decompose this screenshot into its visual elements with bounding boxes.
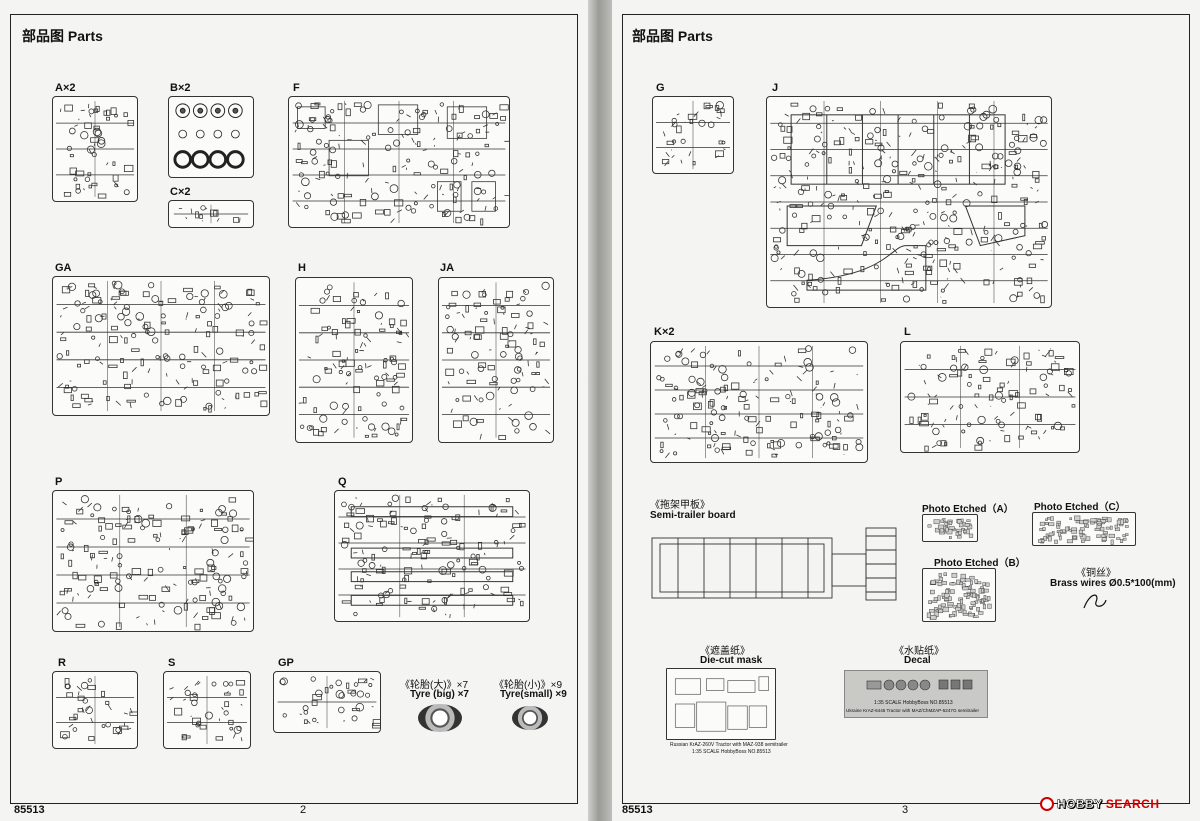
sprue-parts-drawing bbox=[56, 675, 137, 745]
mask-line-1: Russian KrAZ-260V Tractor with MAZ-938 s… bbox=[670, 742, 788, 748]
right-product-code: 85513 bbox=[622, 804, 653, 816]
photo-etched-c bbox=[1032, 512, 1136, 546]
mask-cutouts-drawing bbox=[674, 676, 769, 732]
sprue-gp bbox=[273, 671, 381, 733]
sprue-parts-drawing bbox=[298, 282, 410, 438]
trailer-board-drawing bbox=[651, 527, 897, 601]
sprue-j bbox=[766, 96, 1052, 308]
sprue-parts-drawing bbox=[770, 100, 1049, 304]
watermark-brand-search: SEARCH bbox=[1105, 797, 1160, 811]
mask-label-en: Die-cut mask bbox=[700, 655, 763, 666]
left-page-number: 2 bbox=[300, 804, 307, 816]
sprue-a-label: A×2 bbox=[55, 82, 76, 94]
sprue-g bbox=[652, 96, 734, 174]
decal-markings-drawing bbox=[866, 679, 973, 691]
decal-sheet bbox=[844, 670, 988, 718]
sprue-ga-label: GA bbox=[55, 262, 72, 274]
hobbysearch-watermark: HOBBY SEARCH bbox=[1040, 794, 1160, 814]
brass-label-cn: 《铜丝》 bbox=[1076, 568, 1116, 579]
sprue-c-label: C×2 bbox=[170, 186, 191, 198]
photo-etched-b bbox=[922, 568, 996, 622]
tyre-big-label-en: Tyre (big) ×7 bbox=[410, 689, 469, 700]
photo-etch-drawing bbox=[927, 518, 974, 540]
sprue-s-label: S bbox=[168, 657, 176, 669]
sprue-l bbox=[900, 341, 1080, 453]
sprue-parts-drawing bbox=[55, 101, 135, 199]
sprue-parts-drawing bbox=[173, 204, 249, 224]
hobbysearch-logo-icon bbox=[1040, 797, 1054, 811]
watermark-brand-hobby: HOBBY bbox=[1057, 797, 1103, 811]
mask-line-2: 1:35 SCALE HobbyBoss NO.85513 bbox=[692, 749, 771, 755]
tyre-small-label-en: Tyre(small) ×9 bbox=[500, 689, 567, 700]
brass-wire-image bbox=[1083, 594, 1107, 609]
sprue-ga bbox=[52, 276, 270, 416]
decal-label-cn: 《水贴纸》 bbox=[894, 646, 944, 657]
book-gutter bbox=[588, 0, 612, 821]
decal-line-2: Ukraine KrAZ-6446 Tractor with MAZ/ChMZA… bbox=[846, 708, 980, 713]
sprue-q bbox=[334, 490, 530, 622]
sprue-r-label: R bbox=[58, 657, 66, 669]
sprue-h-label: H bbox=[298, 262, 306, 274]
sprue-l-label: L bbox=[904, 326, 911, 338]
brass-label-en: Brass wires Ø0.5*100(mm) bbox=[1050, 578, 1176, 589]
sprue-ja-label: JA bbox=[440, 262, 455, 274]
decal-line-1: 1:35 SCALE HobbyBoss NO.85513 bbox=[874, 700, 953, 706]
right-page-title: 部品图 Parts bbox=[632, 28, 713, 44]
sprue-parts-drawing bbox=[655, 100, 731, 170]
sprue-b-label: B×2 bbox=[170, 82, 191, 94]
left-page-frame bbox=[10, 14, 578, 804]
photo-etch-drawing bbox=[926, 572, 992, 620]
sprue-parts-drawing bbox=[277, 675, 380, 729]
wheel-hub-drawing bbox=[173, 103, 245, 169]
sprue-c bbox=[168, 200, 254, 228]
sprue-f bbox=[288, 96, 510, 228]
sprue-ja bbox=[438, 277, 554, 443]
die-cut-mask bbox=[666, 668, 776, 740]
sprue-p bbox=[52, 490, 254, 632]
sprue-parts-drawing bbox=[167, 675, 247, 745]
right-page: 部品图 Parts G J K×2 L 《拖架甲板》 Semi-trailer … bbox=[612, 0, 1200, 821]
sprue-q-label: Q bbox=[338, 476, 347, 488]
sprue-parts-drawing bbox=[441, 281, 551, 440]
sprue-b bbox=[168, 96, 254, 178]
sprue-a bbox=[52, 96, 138, 202]
semi-trailer-label-en: Semi-trailer board bbox=[650, 510, 736, 521]
mask-label-cn: 《遮盖纸》 bbox=[700, 646, 750, 657]
sprue-j-label: J bbox=[772, 82, 779, 94]
sprue-parts-drawing bbox=[56, 280, 268, 413]
sprue-parts-drawing bbox=[654, 345, 864, 459]
sprue-k-label: K×2 bbox=[654, 326, 675, 338]
photo-etched-c-label: Photo Etched（C） bbox=[1034, 502, 1126, 513]
sprue-k bbox=[650, 341, 868, 463]
sprue-parts-drawing bbox=[338, 494, 526, 619]
semi-trailer-board bbox=[650, 524, 900, 604]
sprue-parts-drawing bbox=[292, 100, 509, 226]
left-page-title: 部品图 Parts bbox=[22, 28, 103, 44]
sprue-f-label: F bbox=[293, 82, 300, 94]
sprue-parts-drawing bbox=[904, 345, 1076, 452]
semi-trailer-label-cn: 《拖架甲板》 bbox=[650, 500, 710, 511]
left-page: 部品图 Parts A×2 B×2 C×2 F GA H JA P Q R S … bbox=[0, 0, 588, 821]
tyre-small-image bbox=[512, 706, 548, 730]
sprue-parts-drawing bbox=[56, 494, 253, 631]
decal-label-en: Decal bbox=[904, 655, 931, 666]
right-page-number: 3 bbox=[902, 804, 909, 816]
sprue-h bbox=[295, 277, 413, 443]
sprue-r bbox=[52, 671, 138, 749]
tyre-small-label-cn: 《轮胎(小)》×9 bbox=[494, 680, 563, 691]
sprue-g-label: G bbox=[656, 82, 665, 94]
photo-etch-drawing bbox=[1038, 515, 1129, 545]
sprue-gp-label: GP bbox=[278, 657, 294, 669]
sprue-p-label: P bbox=[55, 476, 63, 488]
right-page-frame bbox=[622, 14, 1190, 804]
tyre-big-label-cn: 《轮胎(大)》×7 bbox=[400, 680, 469, 691]
left-product-code: 85513 bbox=[14, 804, 45, 816]
photo-etched-b-label: Photo Etched（B） bbox=[934, 558, 1026, 569]
photo-etched-a bbox=[922, 514, 978, 542]
photo-etched-a-label: Photo Etched（A） bbox=[922, 504, 1014, 515]
sprue-s bbox=[163, 671, 251, 749]
tyre-big-image bbox=[418, 704, 462, 732]
